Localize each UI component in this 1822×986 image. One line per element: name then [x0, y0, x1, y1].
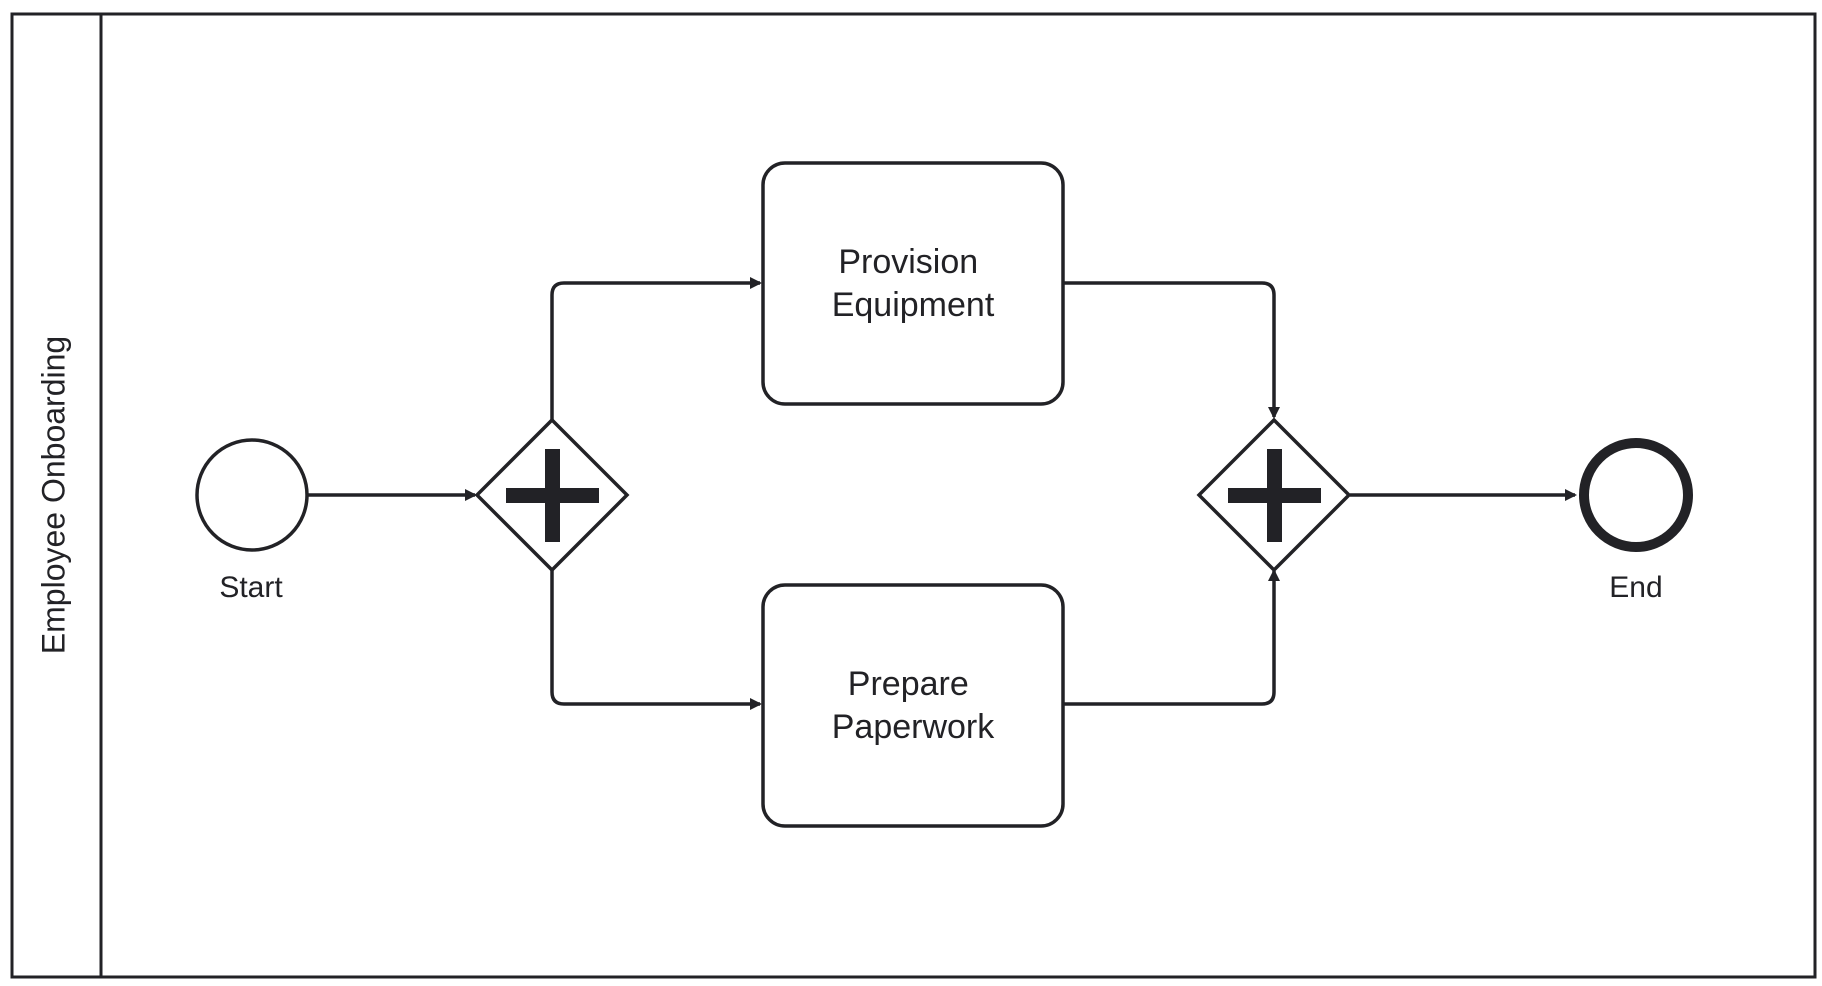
start-event-label: Start [219, 571, 283, 604]
end-event-label: End [1609, 571, 1662, 604]
plus-icon [506, 449, 599, 542]
start-event-circle [195, 438, 309, 552]
plus-icon [1228, 449, 1321, 542]
end-event[interactable]: End [1579, 438, 1693, 604]
end-event-circle [1579, 438, 1693, 552]
task-box [761, 161, 1065, 406]
flow-split-to-provision[interactable] [550, 277, 762, 420]
sequence-flows [307, 277, 1577, 710]
pool-label: Employee Onboarding [35, 336, 71, 654]
split-gateway[interactable] [474, 417, 630, 573]
join-gateway[interactable] [1196, 417, 1352, 573]
task-label: Provision Equipment [832, 243, 995, 324]
task-label: Prepare Paperwork [832, 665, 996, 746]
task-prepare-paperwork[interactable]: Prepare Paperwork [761, 583, 1065, 828]
flow-split-to-paperwork[interactable] [550, 570, 762, 710]
flow-paperwork-to-join[interactable] [1063, 569, 1280, 706]
flow-provision-to-join[interactable] [1063, 281, 1280, 419]
task-label-line: Prepare [848, 665, 969, 703]
task-label-line: Paperwork [832, 708, 996, 746]
task-label-line: Equipment [832, 286, 995, 324]
task-box [761, 583, 1065, 828]
task-provision-equipment[interactable]: Provision Equipment [761, 161, 1065, 406]
start-event[interactable]: Start [195, 438, 309, 604]
task-label-line: Provision [838, 243, 978, 281]
